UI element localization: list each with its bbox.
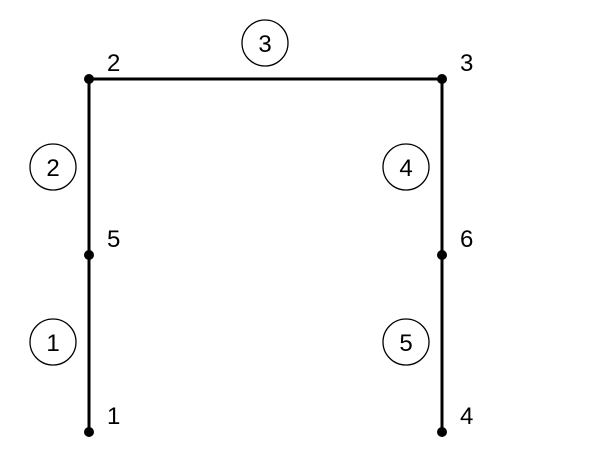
- element-label-text: 5: [399, 330, 412, 357]
- element-label-1: 1: [29, 318, 77, 366]
- nodes: 1 2 3 4 5 6: [84, 50, 473, 437]
- element-label-text: 1: [46, 330, 59, 357]
- element-label-text: 2: [46, 155, 59, 182]
- element-label-circle: [382, 318, 430, 366]
- element-label-circle: [29, 318, 77, 366]
- element-label-5: 5: [382, 318, 430, 366]
- node-3-label: 3: [460, 50, 473, 77]
- node-2-label: 2: [107, 50, 120, 77]
- element-labels: 1 2 3 4 5: [29, 19, 430, 366]
- element-label-2: 2: [29, 143, 77, 191]
- node-4-label: 4: [460, 403, 473, 430]
- element-label-circle: [29, 143, 77, 191]
- node-2-dot: [84, 74, 94, 84]
- node-5-dot: [84, 250, 94, 260]
- element-label-text: 4: [399, 155, 412, 182]
- element-label-4: 4: [382, 143, 430, 191]
- node-5-label: 5: [107, 226, 120, 253]
- node-3-dot: [437, 74, 447, 84]
- node-4-dot: [437, 427, 447, 437]
- node-1-label: 1: [107, 403, 120, 430]
- node-6-dot: [437, 250, 447, 260]
- element-label-text: 3: [258, 31, 271, 58]
- members: [87, 77, 444, 432]
- element-label-3: 3: [241, 19, 289, 67]
- element-label-circle: [241, 19, 289, 67]
- element-label-circle: [382, 143, 430, 191]
- node-1-dot: [84, 427, 94, 437]
- node-6-label: 6: [460, 226, 473, 253]
